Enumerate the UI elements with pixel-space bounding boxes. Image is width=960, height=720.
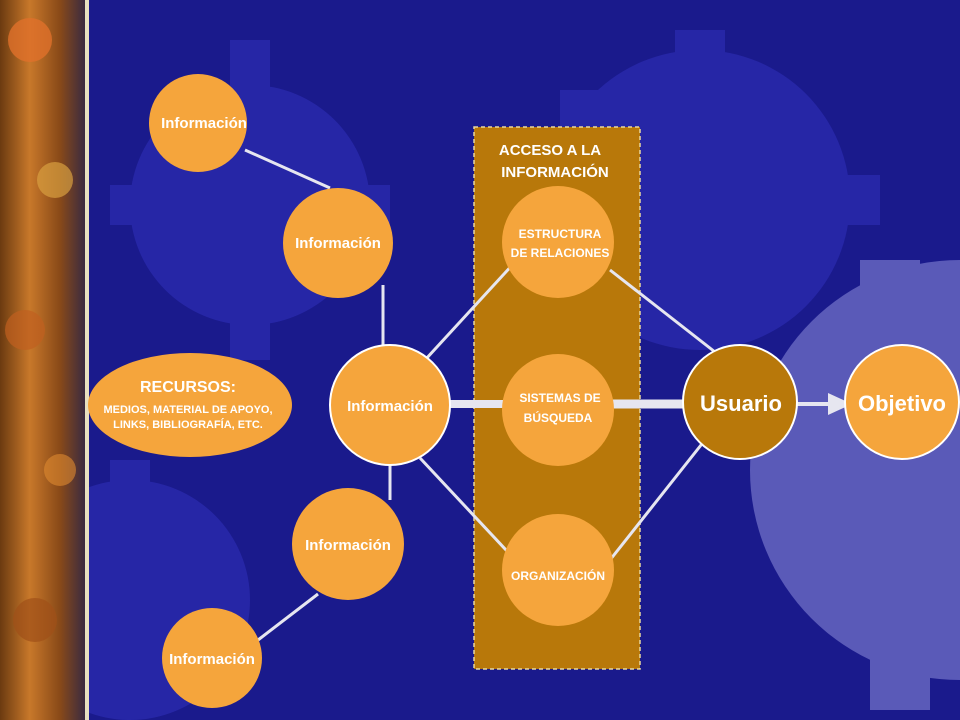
search-systems-label-line1: SISTEMAS DE <box>519 391 600 405</box>
structure-label-line1: ESTRUCTURA <box>519 227 602 241</box>
info-node-bottom: Información <box>162 608 262 708</box>
info-node-upper: Información <box>283 188 393 298</box>
objective-node: Objetivo <box>844 344 960 460</box>
resources-line1: MEDIOS, MATERIAL DE APOYO, <box>103 404 272 416</box>
resources-line2: LINKS, BIBLIOGRAFÍA, ETC. <box>113 418 263 431</box>
resources-title: RECURSOS: <box>140 379 236 396</box>
connector-center-organization <box>418 456 522 567</box>
structure-node: ESTRUCTURA DE RELACIONES <box>502 186 614 298</box>
connector-info-top-upper <box>244 148 331 190</box>
connector-organization-user <box>608 439 707 561</box>
decorative-strip <box>0 0 89 720</box>
info-node-bottom-label: Información <box>169 651 255 668</box>
resources-node: RECURSOS: MEDIOS, MATERIAL DE APOYO, LIN… <box>88 353 292 457</box>
info-node-top: Información <box>149 74 247 172</box>
connector-center-structure <box>423 260 517 362</box>
connectors <box>244 148 716 642</box>
search-systems-node: SISTEMAS DE BÚSQUEDA <box>502 354 614 466</box>
info-node-lower-label: Información <box>305 537 391 554</box>
user-node: Usuario <box>682 344 798 460</box>
search-systems-label-line2: BÚSQUEDA <box>524 410 593 425</box>
connector-lower-bottom <box>257 592 319 642</box>
info-node-top-label: Información <box>161 115 247 132</box>
user-label: Usuario <box>700 391 782 416</box>
organization-label: ORGANIZACIÓN <box>511 568 605 583</box>
info-node-center-label: Información <box>347 398 433 415</box>
info-node-upper-label: Información <box>295 235 381 252</box>
organization-node: ORGANIZACIÓN <box>502 514 614 626</box>
info-node-lower: Información <box>292 488 404 600</box>
objective-label: Objetivo <box>858 391 946 416</box>
access-panel-title-line1: ACCESO A LA <box>499 142 601 159</box>
access-panel-title-line2: INFORMACIÓN <box>501 163 609 181</box>
arrowhead-objective <box>828 393 852 415</box>
info-node-center: Información <box>329 344 451 466</box>
connector-structure-user <box>609 268 716 354</box>
structure-label-line2: DE RELACIONES <box>511 246 610 260</box>
